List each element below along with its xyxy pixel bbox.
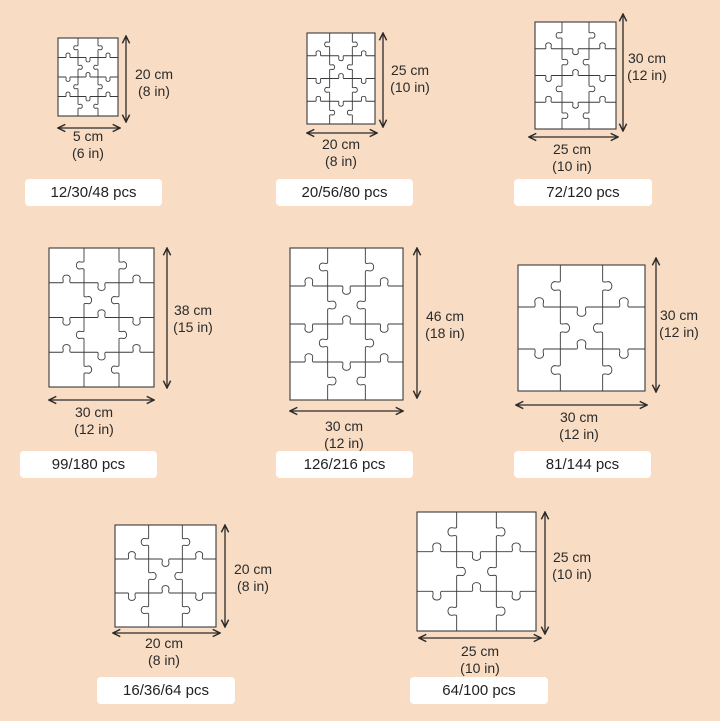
puzzle-6 — [516, 258, 656, 405]
pieces-label: 72/120 pcs — [514, 179, 652, 206]
width-cm: 25 cm — [552, 141, 592, 157]
width-in: (8 in) — [148, 652, 180, 668]
height-in: (8 in) — [138, 83, 170, 99]
width-label: 5 cm(6 in) — [58, 128, 118, 162]
pieces-label: 99/180 pcs — [20, 451, 157, 478]
pieces-label: 16/36/64 pcs — [97, 677, 235, 704]
puzzle-4 — [49, 248, 167, 400]
puzzle-cuts — [58, 38, 118, 116]
height-in: (12 in) — [627, 67, 667, 83]
width-in: (12 in) — [324, 435, 364, 451]
width-label: 30 cm(12 in) — [549, 409, 609, 443]
height-in: (15 in) — [173, 319, 213, 335]
height-in: (10 in) — [552, 566, 592, 582]
puzzle-cuts — [307, 33, 375, 124]
width-cm: 20 cm — [321, 136, 361, 152]
width-in: (10 in) — [460, 660, 500, 676]
height-cm: 46 cm — [425, 308, 465, 324]
height-cm: 30 cm — [659, 307, 699, 323]
height-in: (8 in) — [237, 578, 269, 594]
height-label: 25 cm(10 in) — [542, 549, 602, 583]
puzzle-board — [289, 247, 404, 401]
height-label: 30 cm(12 in) — [617, 50, 677, 84]
pieces-label: 12/30/48 pcs — [25, 179, 162, 206]
width-label: 30 cm(12 in) — [64, 404, 124, 438]
puzzle-cuts — [290, 248, 403, 400]
puzzle-cuts — [49, 248, 154, 387]
puzzle-board — [57, 37, 119, 117]
height-label: 25 cm(10 in) — [380, 62, 440, 96]
puzzle-2 — [307, 33, 383, 133]
width-in: (8 in) — [325, 153, 357, 169]
height-cm: 25 cm — [552, 549, 592, 565]
height-in: (10 in) — [390, 79, 430, 95]
height-cm: 25 cm — [390, 62, 430, 78]
height-cm: 38 cm — [173, 302, 213, 318]
width-in: (10 in) — [552, 158, 592, 174]
width-label: 25 cm(10 in) — [450, 643, 510, 677]
width-in: (6 in) — [72, 145, 104, 161]
width-in: (12 in) — [74, 421, 114, 437]
pieces-label: 64/100 pcs — [410, 677, 548, 704]
width-cm: 30 cm — [74, 404, 114, 420]
width-label: 30 cm(12 in) — [314, 418, 374, 452]
puzzle-8 — [416, 511, 545, 638]
width-cm: 30 cm — [559, 409, 599, 425]
pieces-label: 81/144 pcs — [514, 451, 651, 478]
width-cm: 20 cm — [144, 635, 184, 651]
puzzle-board — [534, 21, 617, 130]
pieces-label: 126/216 pcs — [276, 451, 413, 478]
puzzle-board — [114, 524, 217, 628]
pieces-label: 20/56/80 pcs — [276, 179, 413, 206]
puzzle-board — [48, 247, 155, 388]
height-in: (12 in) — [659, 324, 699, 340]
width-cm: 30 cm — [324, 418, 364, 434]
height-in: (18 in) — [425, 325, 465, 341]
puzzle-board — [416, 511, 537, 632]
puzzle-cuts — [535, 22, 616, 129]
puzzle-board — [517, 264, 646, 392]
width-cm: 25 cm — [460, 643, 500, 659]
width-in: (12 in) — [559, 426, 599, 442]
height-label: 38 cm(15 in) — [163, 302, 223, 336]
height-label: 30 cm(12 in) — [649, 307, 709, 341]
puzzle-1 — [58, 36, 126, 128]
puzzle-7 — [113, 525, 225, 633]
puzzle-cuts — [115, 525, 216, 627]
puzzle-cuts — [417, 512, 536, 631]
height-label: 20 cm(8 in) — [223, 561, 283, 595]
height-cm: 30 cm — [627, 50, 667, 66]
height-cm: 20 cm — [134, 66, 174, 82]
puzzle-board — [306, 32, 376, 125]
puzzle-3 — [529, 14, 623, 137]
width-label: 20 cm(8 in) — [134, 635, 194, 669]
height-cm: 20 cm — [233, 561, 273, 577]
height-label: 46 cm(18 in) — [415, 308, 475, 342]
puzzle-cuts — [518, 265, 645, 391]
height-label: 20 cm(8 in) — [124, 66, 184, 100]
puzzle-5 — [290, 248, 417, 411]
width-label: 25 cm(10 in) — [542, 141, 602, 175]
width-cm: 5 cm — [72, 128, 104, 144]
width-label: 20 cm(8 in) — [311, 136, 371, 170]
